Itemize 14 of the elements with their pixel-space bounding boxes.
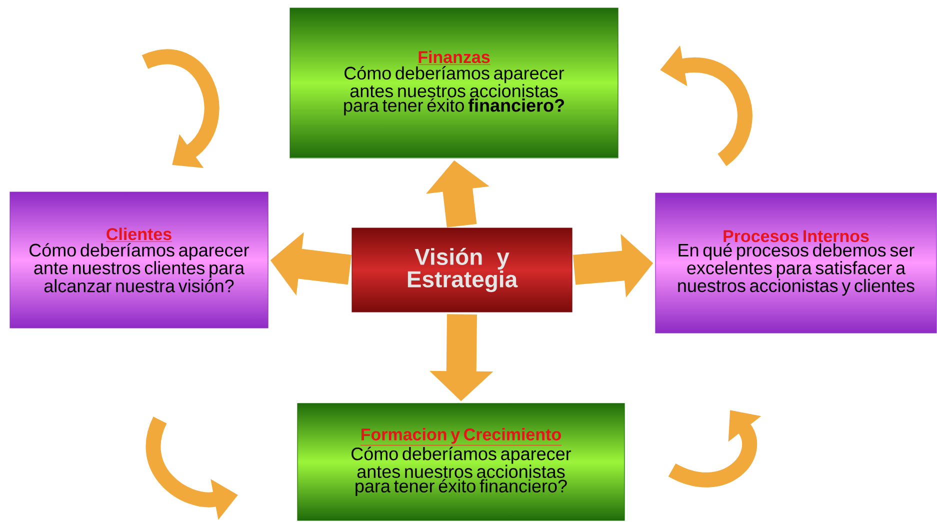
perspective-box [10, 192, 268, 328]
heading: Finanzas [417, 50, 491, 65]
heading: Procesos Internos [724, 230, 869, 242]
description: Cómo deberíamos aparecer antes nuestros accionistas para tener éxito financiero? [344, 66, 564, 116]
heading: Formacion y Crecimiento [360, 428, 562, 446]
center-box [352, 228, 572, 312]
center-label: Visión y Estrategia [408, 248, 518, 292]
description: Cómo deberíamos aparecer ante nuestros clientes para alcanzar nuestra visión? [30, 243, 250, 292]
perspective-box [297, 403, 625, 521]
perspective-box [290, 8, 618, 158]
perspective-box [655, 192, 937, 334]
heading: Clientes [106, 228, 172, 242]
description: En qué procesos debemos ser excelentes para satisfacer a nuestros accionistas y clientes [678, 243, 914, 296]
description: Cómo deberíamos aparecer antes nuestros accionistas para tener éxito financiero? [352, 446, 572, 496]
